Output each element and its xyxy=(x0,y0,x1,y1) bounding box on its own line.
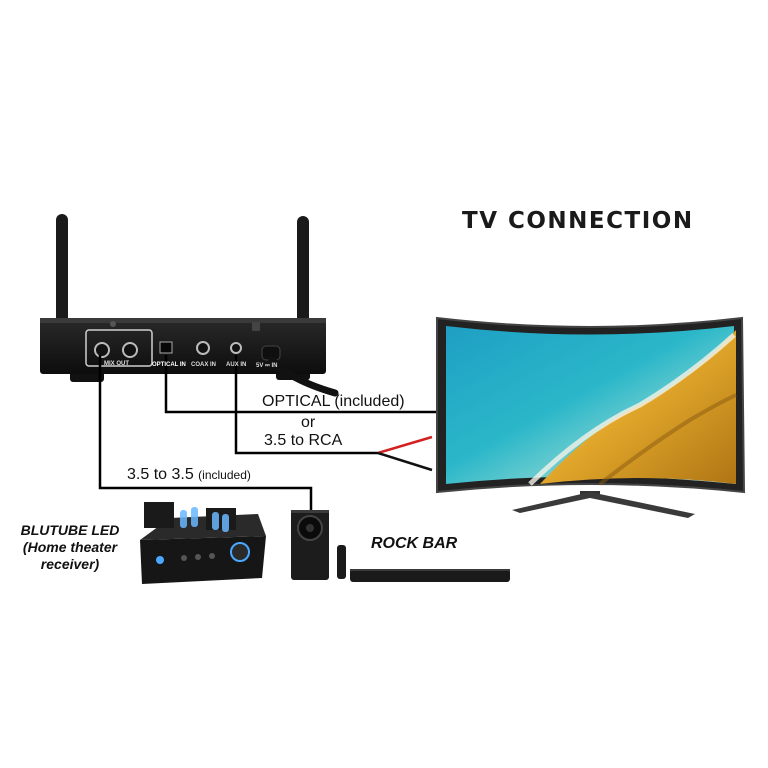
rca-red-lead xyxy=(377,435,433,455)
receiver-name: BLUTUBE LED xyxy=(20,522,120,538)
subwoofer xyxy=(291,510,329,580)
coax-in-label: COAX IN xyxy=(191,362,217,368)
optical-in-label: OPTICAL IN xyxy=(152,362,186,368)
receiver-desc-2: receiver) xyxy=(40,556,100,572)
optical-cable xyxy=(164,355,440,414)
page-title: TV CONNECTION xyxy=(462,208,694,234)
coax-in-jack xyxy=(196,341,210,355)
cables xyxy=(98,355,440,510)
mini-cable xyxy=(98,355,313,510)
aux-in-label: AUX IN xyxy=(226,362,247,368)
receiver-caption: BLUTUBE LED (Home theater receiver) xyxy=(8,522,132,573)
tv-stand xyxy=(512,492,695,518)
mini-cable-label: 3.5 to 3.5 (included) xyxy=(127,466,251,484)
optical-in-port xyxy=(159,341,173,354)
rca-white-lead xyxy=(377,451,433,472)
or-label: or xyxy=(301,414,316,431)
mini-cable-main: 3.5 to 3.5 xyxy=(127,466,194,483)
rca-cable-label: 3.5 to RCA xyxy=(264,432,343,449)
receiver-body xyxy=(40,318,326,374)
mix-out-label: MIX OUT xyxy=(104,361,129,367)
wireless-receiver-unit xyxy=(40,214,339,397)
receiver-desc-1: (Home theater xyxy=(22,539,118,555)
tube-amplifier xyxy=(140,502,266,584)
optical-cable-label: OPTICAL (included) xyxy=(262,393,405,410)
mini-cable-note: (included) xyxy=(198,468,251,482)
soundbar-caption: ROCK BAR xyxy=(371,535,458,552)
rca-cable xyxy=(234,355,378,455)
mix-out-jack-2 xyxy=(122,342,138,358)
dc-in-label: 5V ⎓ IN xyxy=(256,363,278,369)
curved-tv xyxy=(436,316,746,518)
remote-control xyxy=(337,545,346,579)
aux-in-jack xyxy=(230,342,242,354)
mix-out-jack-1 xyxy=(94,342,110,358)
soundbar xyxy=(350,569,510,582)
